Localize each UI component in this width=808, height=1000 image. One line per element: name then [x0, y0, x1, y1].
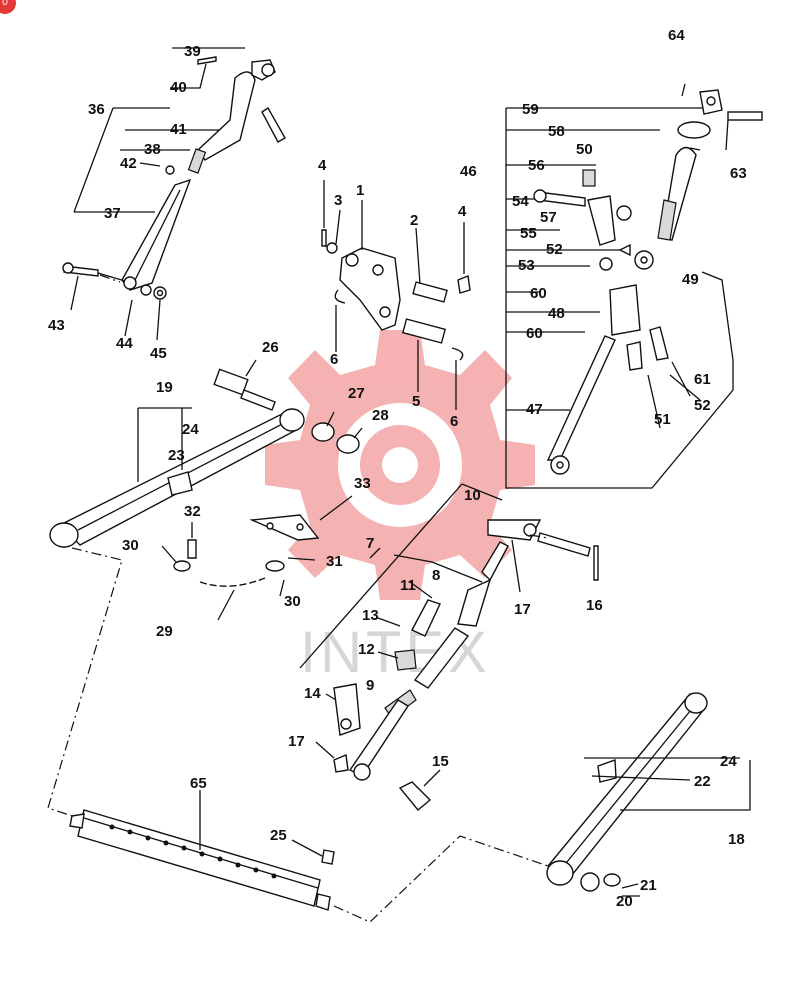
connector-line	[47, 547, 123, 817]
lower-link-right	[546, 692, 751, 897]
corner-badge: 0	[0, 0, 16, 14]
callout-50: 50	[576, 141, 593, 158]
callout-27: 27	[348, 385, 365, 402]
lower-link-left	[49, 359, 363, 548]
callout-7: 7	[366, 535, 374, 552]
callout-6: 6	[330, 351, 338, 368]
callout-6: 6	[450, 413, 458, 430]
callout-24: 24	[182, 421, 199, 438]
callout-48: 48	[548, 305, 565, 322]
callout-64: 64	[668, 27, 685, 44]
callout-17: 17	[514, 601, 531, 618]
upper-link-assembly	[62, 47, 286, 341]
callout-19: 19	[156, 379, 173, 396]
check-chain-assembly	[161, 495, 353, 621]
callout-63: 63	[730, 165, 747, 182]
callout-11: 11	[400, 577, 416, 594]
drawbar	[69, 790, 335, 911]
callout-23: 23	[168, 447, 185, 464]
callout-20: 20	[616, 893, 633, 910]
callout-53: 53	[518, 257, 535, 274]
callout-28: 28	[372, 407, 389, 424]
callout-47: 47	[526, 401, 543, 418]
callout-60: 60	[530, 285, 547, 302]
callout-31: 31	[326, 553, 343, 570]
callout-16: 16	[586, 597, 603, 614]
connector-line	[529, 534, 549, 539]
callout-52: 52	[694, 397, 711, 414]
callout-41: 41	[170, 121, 187, 138]
callout-26: 26	[262, 339, 279, 356]
callout-37: 37	[104, 205, 121, 222]
callout-38: 38	[144, 141, 161, 158]
callout-58: 58	[548, 123, 565, 140]
callout-42: 42	[120, 155, 137, 172]
callout-22: 22	[694, 773, 711, 790]
callout-21: 21	[640, 877, 657, 894]
callout-39: 39	[184, 43, 201, 60]
callout-33: 33	[354, 475, 371, 492]
callout-17: 17	[288, 733, 305, 750]
callout-8: 8	[432, 567, 440, 584]
callout-59: 59	[522, 101, 539, 118]
connector-line	[333, 835, 549, 923]
lift-rod-assembly	[505, 83, 763, 489]
callout-55: 55	[520, 225, 537, 242]
callout-61: 61	[694, 371, 711, 388]
callout-57: 57	[540, 209, 557, 226]
callout-3: 3	[334, 192, 342, 209]
callout-54: 54	[512, 193, 529, 210]
callout-36: 36	[88, 101, 105, 118]
callout-14: 14	[304, 685, 321, 702]
callout-60: 60	[526, 325, 543, 342]
callout-30: 30	[122, 537, 139, 554]
callout-18: 18	[728, 831, 745, 848]
callout-10: 10	[464, 487, 481, 504]
callout-5: 5	[412, 393, 420, 410]
callout-65: 65	[190, 775, 207, 792]
callout-49: 49	[682, 271, 699, 288]
callout-4: 4	[318, 157, 327, 174]
callout-30: 30	[284, 593, 301, 610]
callout-51: 51	[654, 411, 671, 428]
callout-2: 2	[410, 212, 418, 229]
callout-45: 45	[150, 345, 167, 362]
watermark-logo: INTEX	[265, 330, 535, 685]
callout-1: 1	[356, 182, 364, 199]
callout-29: 29	[156, 623, 173, 640]
callout-46: 46	[460, 163, 477, 180]
callout-25: 25	[270, 827, 287, 844]
callout-9: 9	[366, 677, 374, 694]
callout-40: 40	[170, 79, 187, 96]
callout-43: 43	[48, 317, 65, 334]
center-bracket-assembly	[321, 180, 471, 410]
callout-24: 24	[720, 753, 737, 770]
callout-32: 32	[184, 503, 201, 520]
callout-56: 56	[528, 157, 545, 174]
callout-44: 44	[116, 335, 133, 352]
callout-12: 12	[358, 641, 375, 658]
connector-line	[99, 274, 121, 283]
callout-13: 13	[362, 607, 379, 624]
callout-15: 15	[432, 753, 449, 770]
lift-link-assembly	[299, 483, 599, 811]
callout-4: 4	[458, 203, 467, 220]
callout-52: 52	[546, 241, 563, 258]
callout-labels: 1 2 3 4 4 5 6 6 7 8 9 10 11 12 13 14 15 …	[48, 27, 747, 910]
